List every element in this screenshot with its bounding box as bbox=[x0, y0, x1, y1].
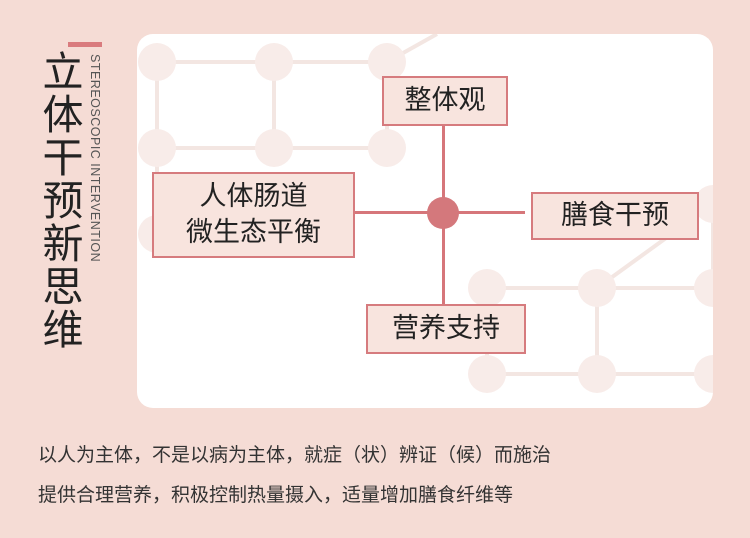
node-left: 人体肠道 微生态平衡 bbox=[152, 172, 355, 258]
node-right: 膳食干预 bbox=[531, 192, 699, 240]
node-left-label-2: 微生态平衡 bbox=[186, 217, 321, 248]
description-line-1: 以人为主体，不是以病为主体，就症（状）辨证（候）而施治 bbox=[38, 444, 552, 466]
node-bottom: 营养支持 bbox=[366, 304, 526, 354]
node-left-label-1: 人体肠道 bbox=[199, 181, 308, 212]
node-right-label: 膳食干预 bbox=[561, 200, 669, 231]
node-top-label: 整体观 bbox=[404, 85, 486, 116]
diagram-panel: 整体观 人体肠道 微生态平衡 膳食干预 营养支持 bbox=[137, 34, 713, 408]
center-hub bbox=[427, 197, 459, 229]
accent-bar bbox=[68, 42, 102, 47]
node-bottom-label: 营养支持 bbox=[392, 313, 500, 344]
page-subtitle: STEREOSCOPIC INTERVENTION bbox=[88, 54, 102, 263]
node-top: 整体观 bbox=[382, 76, 508, 126]
page-title: 立体干预新思维 bbox=[35, 50, 83, 351]
description-line-2: 提供合理营养，积极控制热量摄入，适量增加膳食纤维等 bbox=[38, 484, 514, 506]
